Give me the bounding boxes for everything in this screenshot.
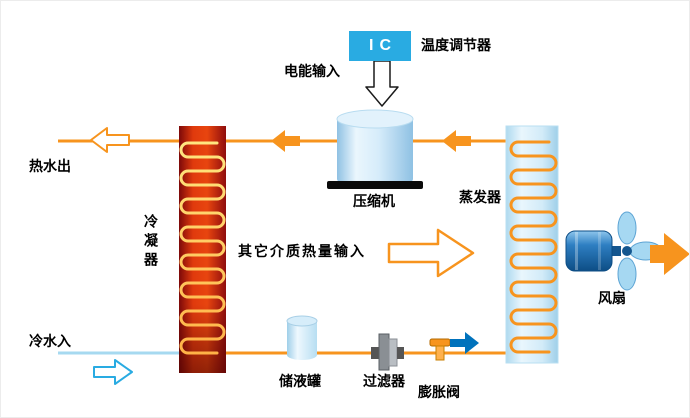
filter-left-stub xyxy=(371,347,379,359)
compressor-top xyxy=(336,109,414,129)
hot-water-out-arrow xyxy=(90,127,130,153)
fan-icon xyxy=(565,211,663,291)
power-input-arrow xyxy=(365,60,399,107)
fan-motor-stripe-2 xyxy=(598,232,601,270)
label-filter: 过滤器 xyxy=(363,373,405,389)
expansion-valve-shape xyxy=(429,338,451,361)
compressor-base xyxy=(327,181,423,189)
label-hot-water-out: 热水出 xyxy=(29,158,71,174)
label-fan: 风扇 xyxy=(598,290,626,306)
ic-label: IC xyxy=(369,37,397,54)
compressor-shape xyxy=(327,109,423,189)
tank-top xyxy=(286,315,318,327)
filter-disc-small xyxy=(388,338,398,367)
label-cold-water-in: 冷水入 xyxy=(29,333,71,349)
fan-motor-stripe xyxy=(575,232,578,270)
condenser-shading xyxy=(179,126,226,373)
heat-input-arrow xyxy=(387,228,475,278)
condenser-shape xyxy=(179,126,226,373)
label-compressor: 压缩机 xyxy=(353,193,395,209)
label-condenser: 冷凝器 xyxy=(143,214,159,271)
tank-bottom xyxy=(287,350,317,360)
cold-water-in-arrow xyxy=(93,359,133,385)
evaporator-body xyxy=(505,125,559,364)
label-tank: 储液罐 xyxy=(279,373,321,389)
filter-right-stub xyxy=(397,347,404,359)
refrigerant-arrow-compressor-to-condenser xyxy=(271,130,300,152)
tank-body xyxy=(287,321,317,355)
evaporator-shape xyxy=(505,125,559,364)
fan-blade-bottom xyxy=(617,257,637,291)
refrigerant-arrow-evap-to-compressor xyxy=(442,130,471,152)
label-heat-input: 其它介质热量输入 xyxy=(238,243,366,259)
label-power-input: 电能输入 xyxy=(284,63,340,79)
label-evaporator: 蒸发器 xyxy=(459,189,501,205)
fan-motor xyxy=(565,230,613,272)
fan-shaft xyxy=(609,246,621,256)
condenser-coil xyxy=(179,141,226,355)
tank-shape xyxy=(286,315,318,360)
filter-shape xyxy=(371,333,404,371)
valve-stem xyxy=(435,345,445,361)
label-expansion-valve: 膨胀阀 xyxy=(418,384,460,400)
airflow-out-arrow xyxy=(650,233,689,275)
fan-blade-top xyxy=(617,211,637,245)
evaporator-coil xyxy=(509,140,558,354)
label-temp-controller: 温度调节器 xyxy=(421,37,491,53)
fan-hub xyxy=(622,246,632,256)
refrigerant-arrow-to-evaporator xyxy=(450,332,479,354)
ic-controller-box: IC xyxy=(349,31,411,61)
valve-top-bar xyxy=(429,338,451,347)
compressor-body xyxy=(337,119,413,179)
filter-disc-large xyxy=(378,333,390,371)
